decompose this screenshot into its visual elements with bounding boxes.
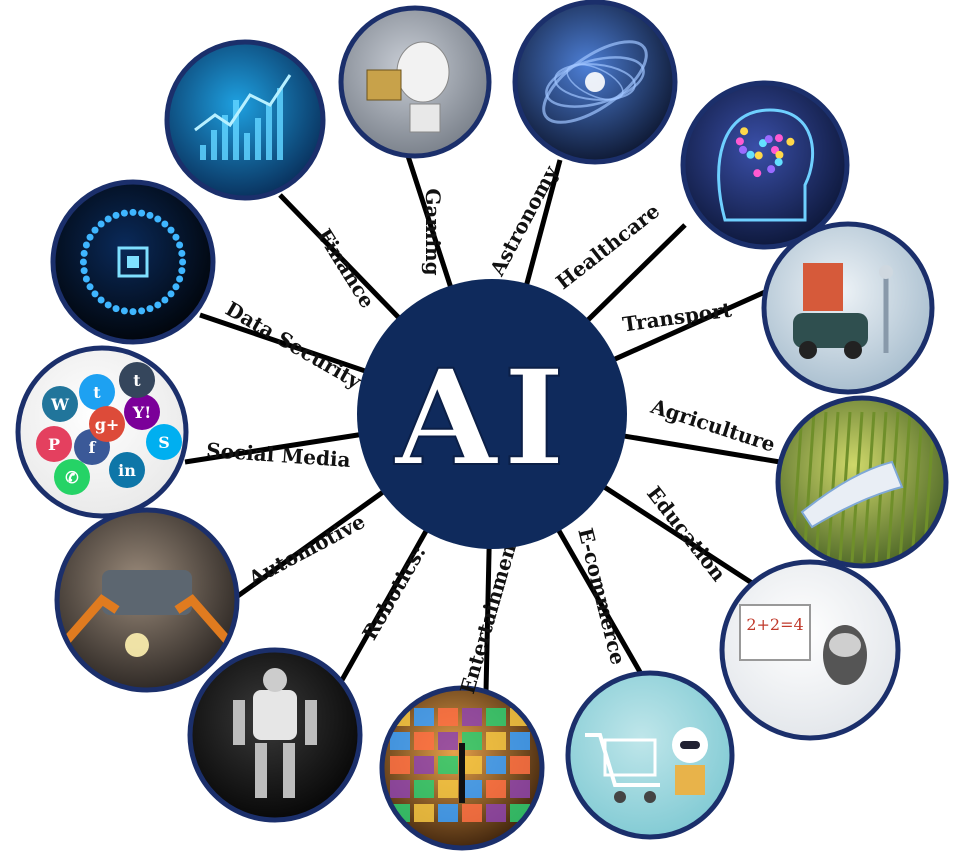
svg-text:Y!: Y! [132,403,151,422]
svg-text:W: W [50,395,70,414]
node-ring [512,0,678,165]
glowing-chip-icon [79,208,187,316]
brain-scan-head-icon [717,108,815,222]
node-agriculture [775,395,949,569]
label-astronomy: Astronomy [484,161,563,281]
spoke-agriculture [620,433,781,465]
center-label: AI [393,341,571,496]
svg-text:S: S [158,433,170,452]
social-logo: t [79,374,115,410]
social-logo: ✆ [54,459,90,495]
svg-text:t: t [133,371,141,390]
spoke-finance [278,193,403,322]
node-ring [680,80,850,250]
center-circle [357,279,627,549]
node-ring [379,685,545,851]
label-ecommerce: E-commerce [573,526,630,668]
spoke-entertainment [483,544,492,693]
svg-text:P: P [48,435,60,454]
node-ring [565,670,735,840]
social-logo: S [146,424,182,460]
node-education: 2+2=4 [719,559,901,741]
spoke-healthcare [583,223,687,325]
node-ring [164,39,326,201]
label-social: Social Media [206,438,352,472]
label-agriculture: Agriculture [647,394,778,457]
label-gaming: Gaming [421,188,445,275]
node-finance [164,39,326,201]
social-logo: in [109,452,145,488]
node-ring [775,395,949,569]
node-automotive [54,507,240,693]
spoke-social [184,431,363,465]
node-security [50,179,216,345]
spoke-transport [610,289,767,363]
spoke-astronomy [523,159,563,289]
social-logo: t [119,362,155,398]
svg-text:g+: g+ [95,415,120,434]
node-gaming [338,5,492,159]
spoke-education [600,483,757,588]
robot-teacher-whiteboard-icon: 2+2=4 [739,604,867,685]
node-ring [15,345,189,519]
node-healthcare [680,80,850,250]
label-healthcare: Healthcare [551,199,664,294]
node-ring [50,179,216,345]
node-transport [761,221,935,395]
whiteboard-equation: 2+2=4 [746,615,803,634]
label-finance: Finance [312,224,379,312]
svg-text:t: t [93,383,101,402]
center-hub: AI [357,279,627,549]
walking-robot-icon [233,668,317,798]
node-ring [719,559,901,741]
stock-chart-hand-icon [194,74,292,160]
label-education: Education [642,482,731,587]
social-logo: P [36,426,72,462]
spoke-gaming [405,155,454,291]
shopping-cart-robot-icon [585,727,708,803]
assembly-line-robot-arms-icon [63,570,231,657]
label-automotive: Automotive [244,509,369,591]
social-logo: W [42,386,78,422]
node-ring [54,507,240,693]
node-ring [761,221,935,395]
car-and-robot-icon [793,263,893,359]
spoke-robotics [339,526,430,682]
node-robotics [187,647,363,823]
humanoid-robot-with-cubes-icon [366,41,450,133]
node-ring [187,647,363,823]
spoke-automotive [233,488,387,601]
video-wall-icon [390,708,530,822]
spoke-security [199,312,369,375]
spoke-lines [184,155,781,693]
svg-text:in: in [118,461,136,480]
spoke-ecommerce [555,526,643,674]
node-ecommerce [565,670,735,840]
label-security: Data Security [222,296,367,394]
social-logo: Y! [124,394,160,430]
spiral-galaxy-icon [542,40,648,124]
svg-text:✆: ✆ [65,468,79,487]
svg-text:f: f [89,438,97,457]
node-entertainment [379,685,545,851]
social-logo: g+ [89,406,125,442]
label-robotics: Robotics: [357,541,430,644]
node-astronomy [512,0,678,165]
node-ring [338,5,492,159]
